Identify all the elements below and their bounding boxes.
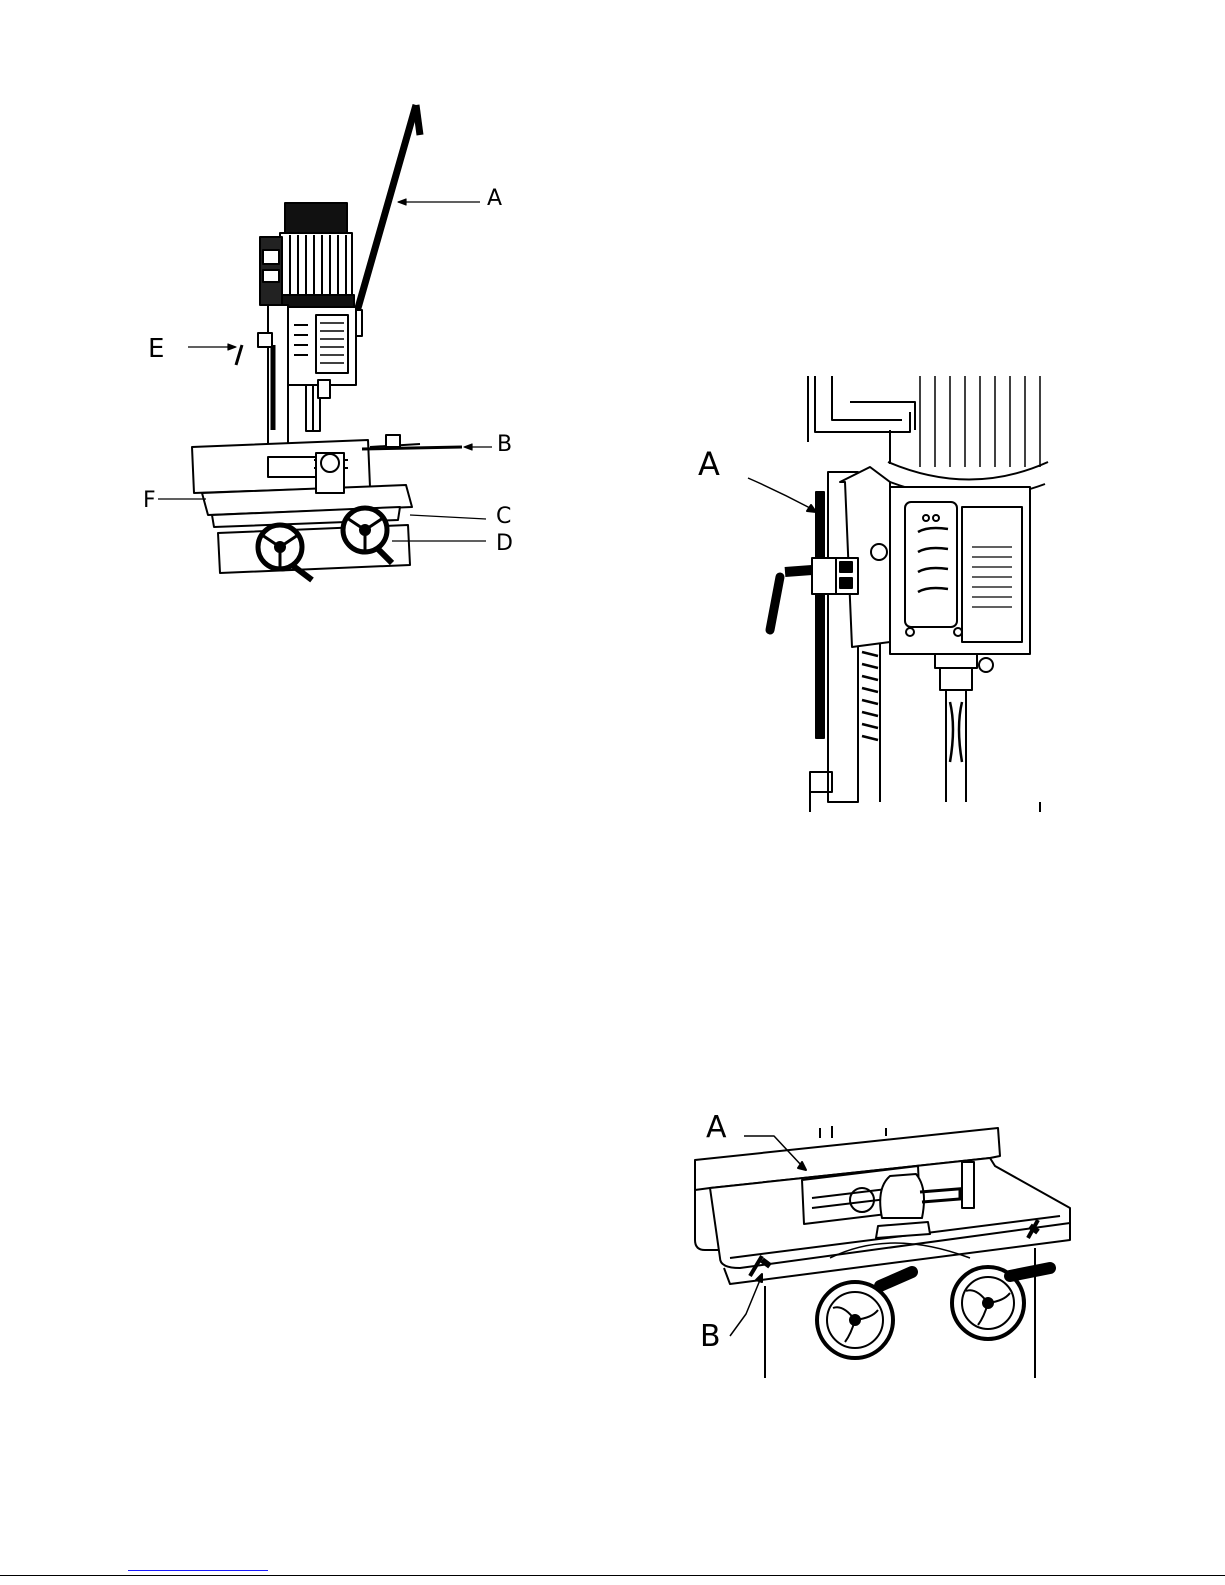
table-fence-drawing bbox=[690, 1108, 1085, 1383]
footer-link-underline bbox=[128, 1570, 268, 1571]
figure1-label-f: F bbox=[143, 490, 156, 512]
figure1-label-b: B bbox=[497, 434, 512, 456]
figure-machine-overview bbox=[130, 95, 530, 615]
depth-stop-closeup-drawing bbox=[740, 372, 1070, 817]
figure3-label-a: A bbox=[706, 1113, 727, 1143]
figure1-label-c: C bbox=[496, 506, 511, 528]
figure1-label-d: D bbox=[496, 533, 513, 555]
figure2-label-a: A bbox=[698, 448, 720, 480]
figure1-label-a: A bbox=[487, 188, 502, 210]
figure3-label-b: B bbox=[700, 1322, 721, 1352]
figure1-label-e: E bbox=[148, 336, 164, 362]
figure-table-fence bbox=[690, 1108, 1085, 1383]
machine-overview-drawing bbox=[130, 95, 530, 615]
figure-depth-stop-closeup bbox=[740, 372, 1070, 817]
footer-rule bbox=[0, 1575, 1225, 1576]
